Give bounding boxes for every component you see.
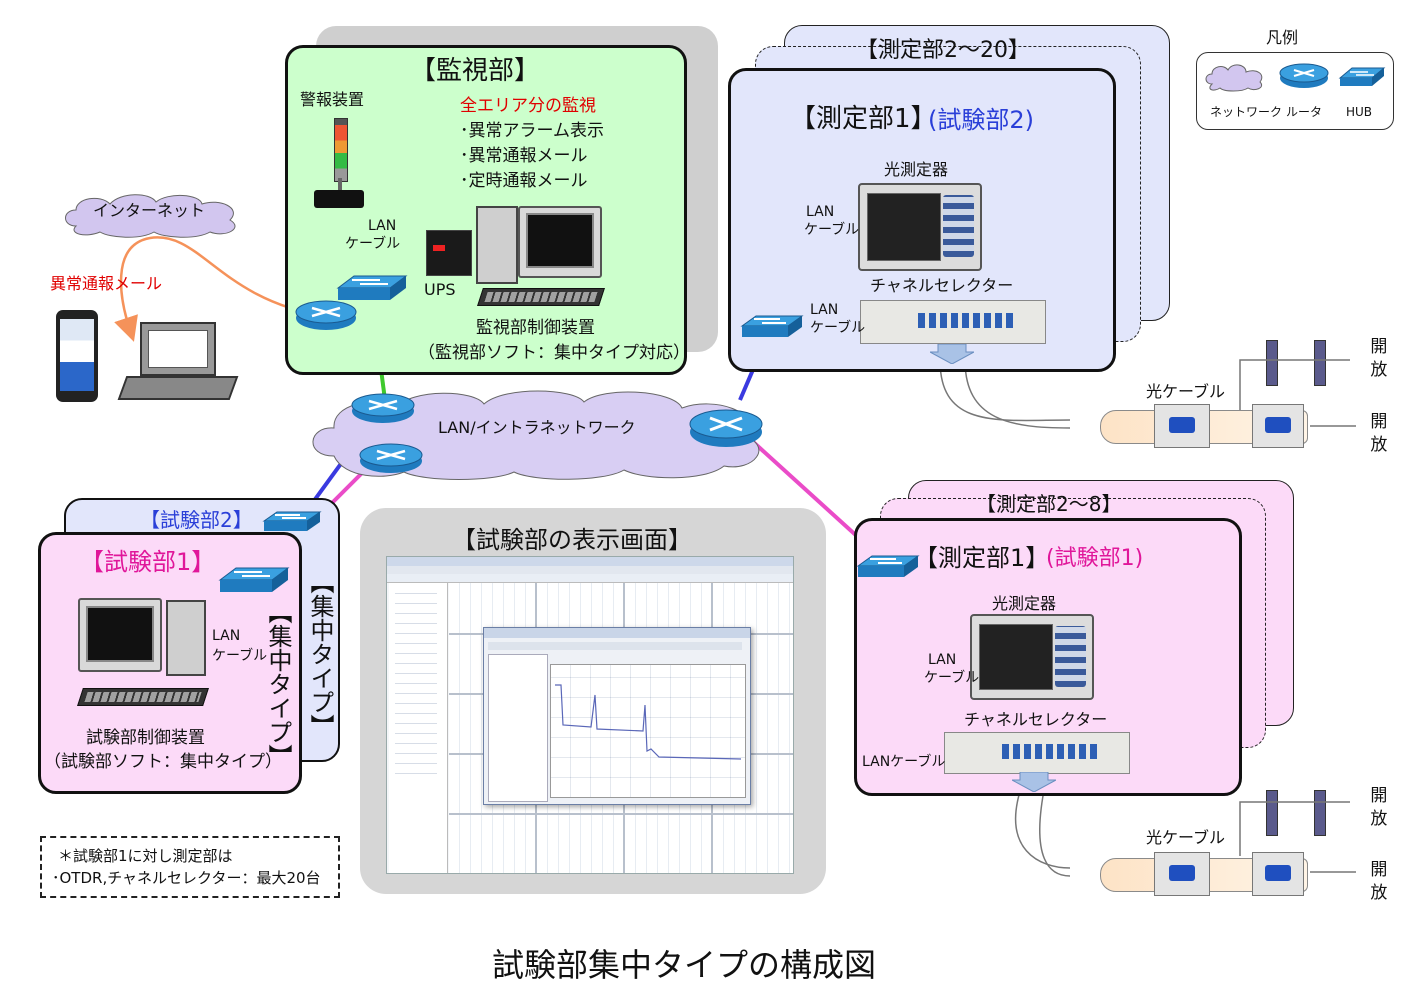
measure-pink-title-prefix: 【測定部1】: [914, 544, 1050, 572]
monitor-title: 【監視部】: [410, 56, 541, 86]
legend-router-label: ルータ: [1286, 105, 1323, 119]
note-box: [40, 836, 340, 898]
fiber-top-connector-1: [1154, 404, 1210, 448]
fiber-bottom-cable-label: 光ケーブル: [1146, 828, 1226, 847]
monitoring-title: 全エリア分の監視: [460, 96, 596, 116]
test-controller-note: （試験部ソフト：集中タイプ）: [44, 752, 282, 772]
measure-blue-title-suffix: (試験部2): [928, 106, 1034, 134]
smartphone-icon: [56, 310, 98, 402]
ups-icon: [426, 230, 472, 276]
measure-blue-instrument-label: 光測定器: [884, 160, 949, 179]
test-lan-a: LAN: [212, 628, 241, 644]
page-title: 試験部集中タイプの構成図: [492, 946, 877, 984]
mail-label: 異常通報メール: [50, 274, 163, 293]
lan-router-icon-2: [359, 443, 423, 473]
test-back-title: 【試験部2】: [140, 508, 253, 532]
lan-router-icon-1: [351, 393, 415, 423]
monitor-controller-note: （監視部ソフト：集中タイプ対応）: [418, 343, 690, 363]
test-pc-tower-icon: [166, 600, 206, 676]
monitor-pc-tower-icon: [476, 206, 518, 284]
monitor-router-icon: [295, 300, 357, 330]
measure-blue-lan1-a: LAN: [806, 204, 835, 220]
fiber-bottom-open-2: 開放: [1366, 860, 1387, 906]
measure-blue-back-title: 【測定部2～20】: [856, 38, 1030, 63]
channel-selector-icon-blue: [860, 300, 1046, 344]
fiber-top-open-1: 開放: [1366, 337, 1387, 383]
note-line-1: ＊試験部1に対し測定部は: [58, 847, 233, 865]
monitor-pc-keyboard-icon: [477, 288, 605, 306]
channel-selector-icon-pink: [944, 732, 1130, 774]
display-title: 【試験部の表示画面】: [452, 526, 692, 554]
test-title: 【試験部1】: [80, 548, 216, 576]
hub-icon: [1338, 67, 1386, 86]
otdr-icon-blue: [858, 183, 982, 271]
cloud-icon: [1205, 64, 1263, 92]
fiber-top-wires: [1239, 359, 1356, 427]
monitor-lan-label-2: ケーブル: [345, 236, 401, 252]
monitor-controller-label: 監視部制御装置: [476, 318, 595, 338]
measure-blue-title-prefix: 【測定部1】: [790, 104, 937, 134]
arrow-down-icon-pink: [1012, 772, 1056, 792]
otdr-icon-pink: [970, 614, 1094, 700]
legend-network-label: ネットワーク: [1210, 105, 1283, 119]
lan-cloud-label: LAN/イントラネットワーク: [438, 418, 636, 437]
alarm-device-label: 警報装置: [300, 90, 365, 109]
fiber-bottom-connector-2: [1252, 852, 1304, 896]
monitor-lan-label-1: LAN: [368, 218, 397, 234]
monitoring-item-1: ･異常アラーム表示: [460, 121, 604, 141]
measure-blue-selector-label: チャネルセレクター: [870, 276, 1014, 295]
measure-blue-hub-icon: [740, 315, 804, 337]
measure-blue-lan2-b: ケーブル: [810, 320, 866, 336]
lan-router-icon-3: [689, 409, 763, 447]
router-icon: [1279, 63, 1329, 88]
test-pc-keyboard-icon: [77, 688, 209, 706]
test-back-hub-icon: [262, 511, 322, 531]
monitoring-item-2: ･異常通報メール: [460, 146, 588, 166]
signal-tower-icon: [312, 118, 366, 210]
monitor-pc-display-icon: [518, 206, 602, 278]
measure-pink-lan2: LANケーブル: [862, 754, 946, 770]
ups-label: UPS: [424, 280, 456, 299]
monitor-hub-icon: [336, 275, 408, 300]
internet-cloud-icon: [65, 194, 236, 238]
legend-box: [1196, 52, 1394, 130]
fiber-bottom-connector-1: [1154, 852, 1210, 896]
measure-pink-title-suffix: (試験部1): [1046, 546, 1144, 571]
legend-heading: 凡例: [1266, 28, 1299, 47]
measure-pink-lan1-b: ケーブル: [924, 670, 980, 686]
fiber-bottom-open-1: 開放: [1366, 786, 1387, 832]
arrow-down-icon-blue: [930, 344, 974, 364]
legend-hub-label: HUB: [1346, 105, 1373, 119]
fiber-top-connector-2: [1252, 404, 1304, 448]
measure-pink-back-title: 【測定部2～8】: [976, 492, 1122, 516]
fiber-top-post-2: [1314, 340, 1326, 386]
internet-label: インターネット: [93, 201, 206, 220]
test-back-vertical-label: 【集中タイプ】: [306, 570, 334, 738]
software-screenshot: [386, 556, 794, 874]
screenshot-popup-window: [483, 627, 751, 805]
measure-pink-instrument-label: 光測定器: [992, 594, 1057, 613]
screenshot-trace: [555, 684, 742, 760]
test-vertical-label: 【集中タイプ】: [264, 600, 292, 768]
fiber-bottom-wires: [1239, 801, 1356, 873]
test-controller-label: 試験部制御装置: [86, 728, 205, 748]
test-lan-b: ケーブル: [212, 648, 268, 664]
measure-blue-lan2-a: LAN: [810, 302, 839, 318]
test-hub-icon: [218, 567, 290, 592]
laptop-icon: [117, 322, 239, 400]
fiber-top-cable-label: 光ケーブル: [1146, 382, 1226, 401]
monitoring-item-3: ･定時通報メール: [460, 171, 588, 191]
measure-pink-hub-icon: [856, 555, 920, 577]
fiber-top-open-2: 開放: [1366, 412, 1387, 458]
measure-pink-selector-label: チャネルセレクター: [964, 710, 1108, 729]
fiber-top-post-1: [1266, 340, 1278, 386]
measure-blue-lan1-b: ケーブル: [804, 222, 860, 238]
test-pc-display-icon: [78, 598, 162, 672]
measure-pink-lan1-a: LAN: [928, 652, 957, 668]
note-line-2: ･OTDR,チャネルセレクター：最大20台: [52, 869, 321, 887]
mail-path: [114, 236, 326, 342]
